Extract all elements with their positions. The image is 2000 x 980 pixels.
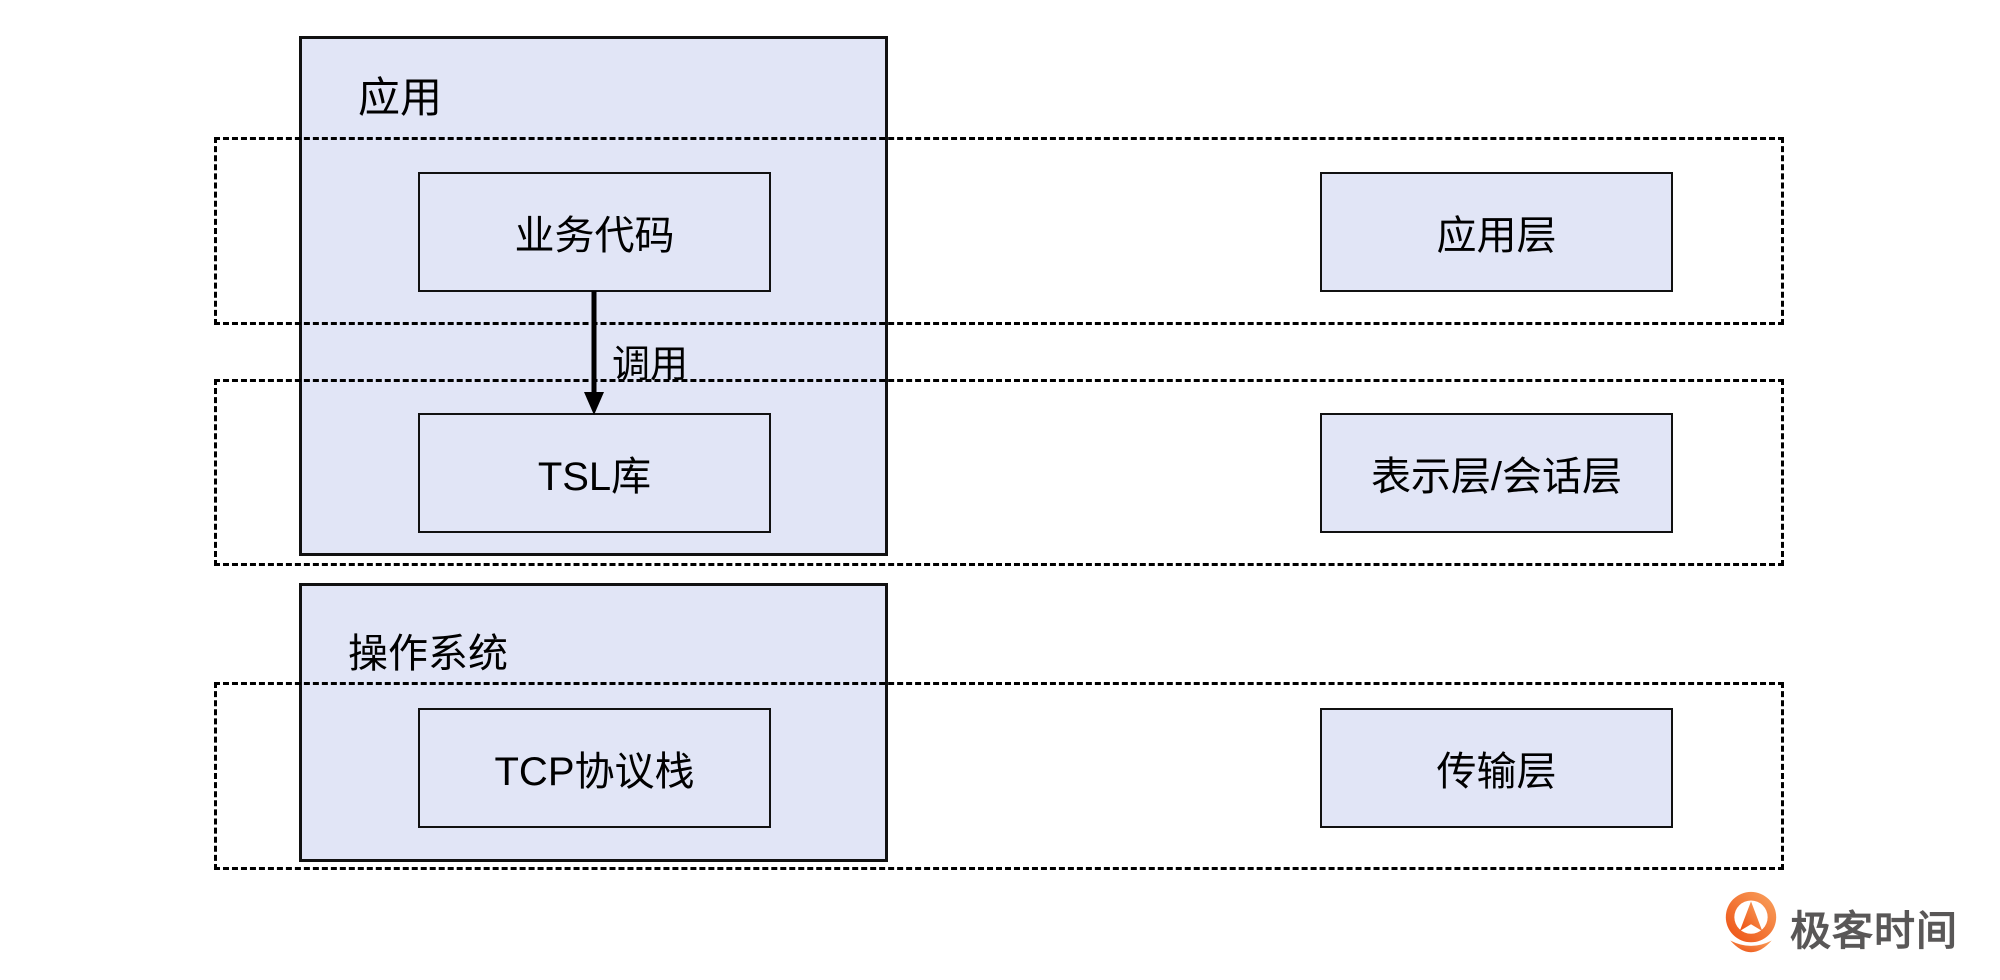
geektime-logo-text: 极客时间 — [1790, 908, 1958, 954]
call-arrow — [584, 291, 604, 415]
presentation-session-layer-node: 表示层/会话层 — [1320, 413, 1673, 533]
geektime-logo: 极客时间 — [1724, 890, 1958, 964]
transport-layer-node: 传输层 — [1320, 708, 1673, 828]
os-container-label: 操作系统 — [348, 632, 508, 676]
business-code-node: 业务代码 — [418, 172, 771, 292]
app-container-label: 应用 — [358, 74, 443, 121]
tsl-lib-node: TSL库 — [418, 413, 771, 533]
call-arrow-label: 调用 — [612, 344, 689, 386]
app-layer-node: 应用层 — [1320, 172, 1673, 292]
tcp-stack-node: TCP协议栈 — [418, 708, 771, 828]
geektime-logo-icon — [1725, 891, 1777, 953]
